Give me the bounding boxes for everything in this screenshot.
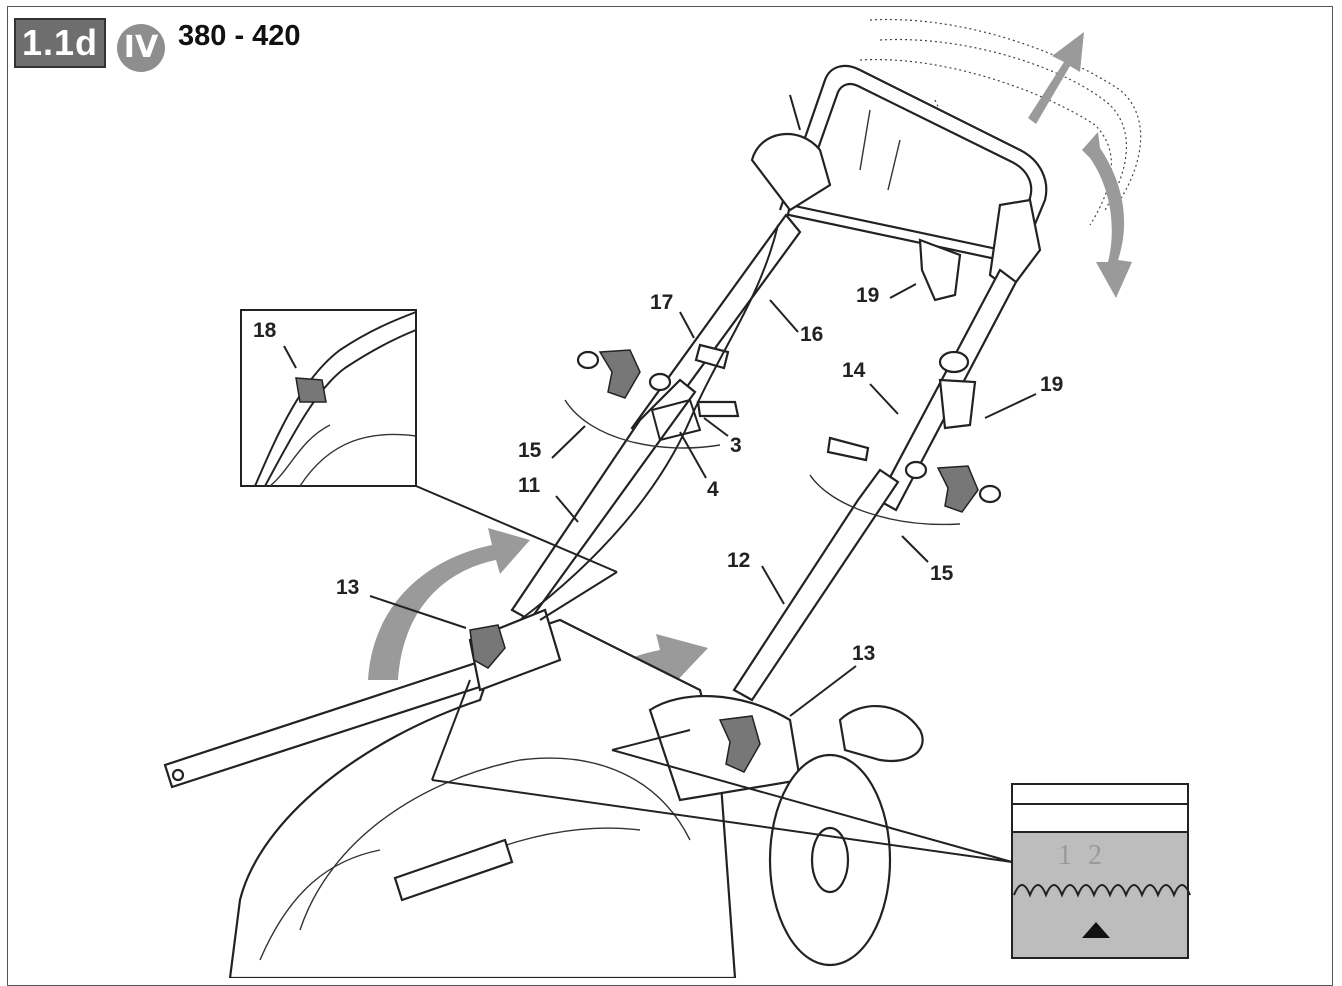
handle-grip-right [988, 198, 1042, 292]
nut-right [978, 484, 1002, 504]
detail-cable-clip [240, 309, 618, 621]
cable-guide-ring [938, 350, 970, 374]
cable-guide-19-lower [938, 378, 977, 430]
callout-13-left: 13 [336, 576, 359, 599]
upper-handle [750, 64, 1048, 292]
callout-13-right: 13 [852, 642, 875, 665]
callout-11: 11 [518, 474, 541, 497]
variant-circle-badge: IV [117, 24, 165, 72]
lower-left-tube-11 [510, 378, 697, 622]
lower-right-tube-12 [732, 468, 900, 702]
bolt-right [826, 436, 870, 462]
cable-16 [519, 224, 779, 621]
clamp-plate-4 [650, 398, 702, 442]
star-knob-left-upper [598, 349, 641, 399]
callout-15-left: 15 [518, 439, 542, 462]
nut-left [576, 350, 600, 370]
left-handle-tubes [510, 213, 802, 622]
swing-arc-left [564, 399, 721, 449]
arrow-double-pivot [1082, 132, 1132, 298]
callout-15-right: 15 [930, 562, 954, 585]
arrow-up-right [1028, 32, 1084, 124]
cable-guide-19-upper [918, 238, 962, 302]
model-range-label: 380 - 420 [178, 20, 301, 52]
bolt-3 [696, 400, 740, 418]
washer-left [648, 372, 672, 392]
washer-right [904, 460, 928, 480]
callout-12: 12 [727, 549, 750, 572]
scale-number-1: 1 [1058, 840, 1072, 871]
callout-19-upper: 19 [856, 284, 879, 307]
cable-clip-18-icon [295, 377, 327, 403]
swing-arc-right [809, 474, 961, 526]
scale-number-2: 2 [1088, 840, 1102, 871]
detail-height-scale: 1 2 [431, 679, 1191, 959]
left-pivot-block [468, 608, 562, 692]
right-pivot-housing [648, 694, 802, 802]
callout-17: 17 [650, 291, 673, 314]
left-fasteners [576, 349, 740, 442]
pivot-knob-13-left [469, 624, 506, 669]
callout-19-lower: 19 [1040, 373, 1063, 396]
callout-18: 18 [253, 319, 277, 342]
callout-3: 3 [730, 434, 742, 457]
star-knob-right-upper [936, 465, 979, 513]
arrow-fold-up-left [368, 528, 530, 680]
scale-pointer-icon [1082, 922, 1110, 938]
leader-lines [283, 283, 1037, 717]
handle-bar-lower-front [393, 838, 514, 902]
right-handle-tubes [732, 238, 1018, 702]
mower-body [228, 608, 924, 978]
rear-flap-handle [838, 704, 924, 763]
callout-14: 14 [842, 359, 866, 382]
cable-clip-17 [694, 343, 730, 370]
callout-4: 4 [707, 478, 719, 501]
pivot-knob-13-right [718, 715, 761, 773]
callout-16: 16 [800, 323, 823, 346]
callout-labels: 18 17 16 19 14 19 15 3 4 11 15 12 13 13 [253, 284, 1063, 665]
right-fasteners [826, 436, 1002, 513]
figure-id-badge: 1.1d [14, 18, 106, 68]
switch-housing [750, 132, 832, 212]
